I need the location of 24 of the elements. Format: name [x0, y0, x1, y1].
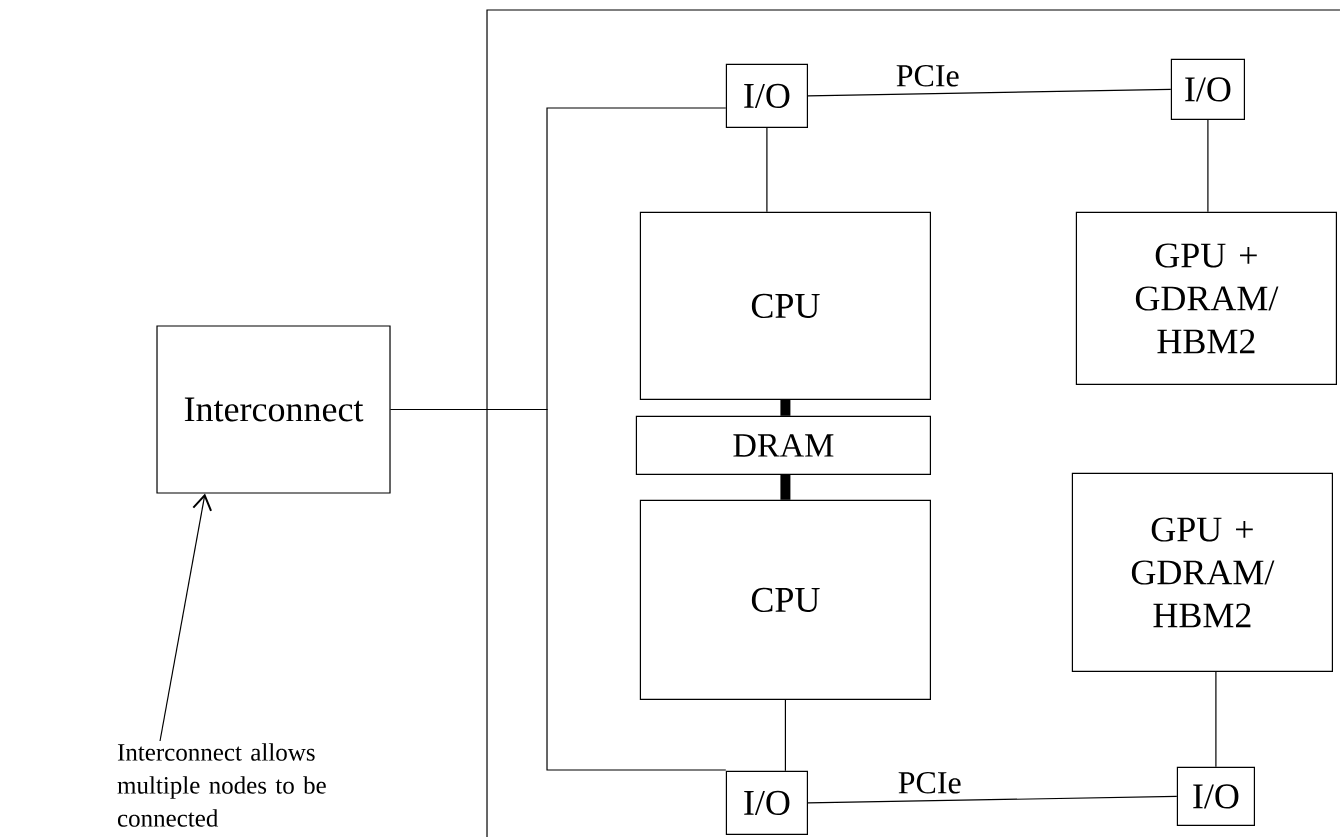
annotation-text: Interconnect allows multiple nodes to be connected: [117, 743, 326, 827]
component-box: CPU: [639, 211, 931, 400]
connector-line: [807, 88, 1172, 97]
connector-line: [780, 475, 791, 500]
gpu-box: GPU + GDRAM/ HBM2: [1071, 472, 1333, 672]
io-box: I/O: [1176, 766, 1255, 826]
connector-line: [1207, 119, 1209, 213]
enclosure-box: [486, 9, 1340, 837]
memory-box: DRAM: [635, 415, 931, 475]
connector-line: [807, 795, 1178, 804]
gpu-box: Interconnect: [156, 325, 391, 494]
connector-line: [766, 127, 768, 213]
gpu-box: GPU + GDRAM/ HBM2: [1075, 211, 1337, 385]
edge-label: PCIe: [896, 771, 963, 795]
connector-line: [780, 400, 791, 416]
connector-line: [390, 408, 727, 771]
component-box: CPU: [639, 499, 931, 700]
io-box: I/O: [725, 63, 808, 128]
leader-arrow: [159, 493, 213, 742]
edge-label: PCIe: [894, 64, 961, 88]
io-box: I/O: [1170, 58, 1245, 120]
io-box: I/O: [725, 770, 808, 835]
connector-line: [1215, 671, 1217, 768]
connector-line: [784, 699, 786, 772]
